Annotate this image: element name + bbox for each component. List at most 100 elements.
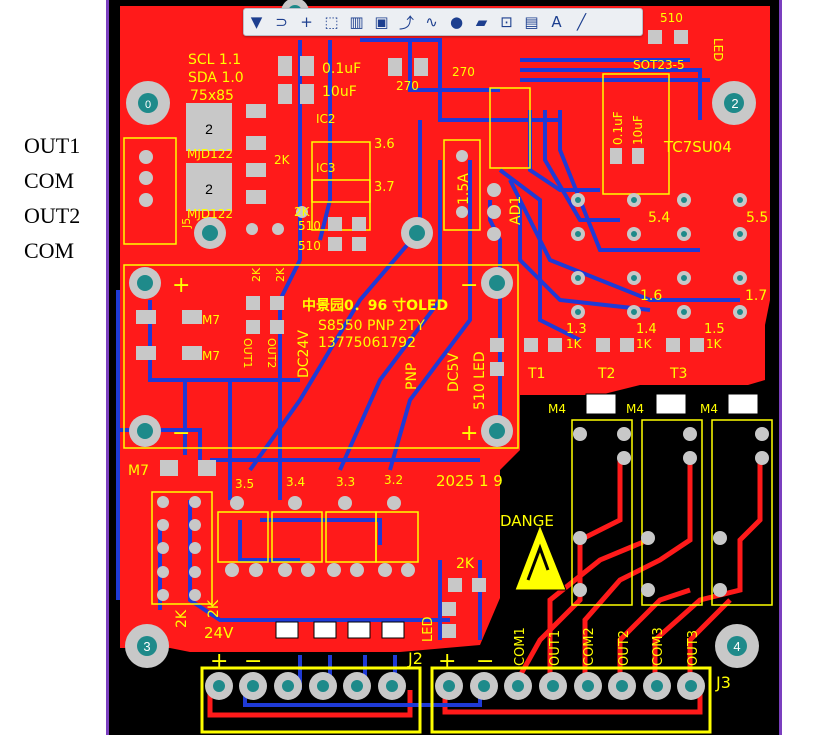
label-24v: 24V	[204, 624, 234, 642]
label-r-510-top: 510	[660, 11, 683, 25]
svg-text:2: 2	[205, 181, 213, 197]
label-led-510: 510 LED	[472, 351, 488, 410]
diff-pair-icon: ∿	[425, 13, 438, 31]
crosshair-tool-button[interactable]: +	[294, 10, 319, 34]
label-pin-3-5: 3.5	[235, 477, 254, 491]
label-out2: OUT2	[617, 630, 632, 666]
diodes	[275, 393, 759, 639]
label-r-2k-a: 2K	[274, 153, 291, 167]
filter-tool-button[interactable]: ▼	[244, 10, 269, 34]
line-icon: ╱	[576, 13, 587, 31]
keepout-tool-button[interactable]: ⊡	[494, 10, 519, 34]
label-r-1k-b: 1K	[636, 337, 653, 351]
label-pin-5-4: 5.4	[648, 210, 670, 226]
label-pin-5-5: 5.5	[746, 210, 768, 226]
label-scl: SCL 1.1	[188, 52, 241, 68]
label-sda: SDA 1.0	[188, 70, 244, 86]
label-r-2k-b: 2K	[294, 205, 311, 219]
filter-icon: ▼	[250, 13, 263, 31]
label-ic3: IC3	[316, 161, 336, 175]
svg-text:2: 2	[205, 121, 213, 137]
label-hole-0: 0	[145, 99, 151, 111]
via-tool-button[interactable]: ●	[444, 10, 469, 34]
label-oled-title: 中景园0．96 寸OLED	[302, 297, 448, 314]
side-label-com-2: COM	[24, 238, 75, 263]
label-j5: J5	[180, 218, 193, 229]
label-sot23-5: SOT23-5	[633, 58, 685, 72]
label-s8550: S8550 PNP 2TY	[318, 318, 425, 334]
mounting-holes	[125, 0, 759, 668]
label-ad1: AD1	[508, 196, 524, 225]
select-rect-tool-button[interactable]: ⬚	[319, 10, 344, 34]
label-c-10uf-v: 10uF	[631, 115, 645, 145]
label-fuse: 1.5A	[456, 173, 472, 205]
line-tool-button[interactable]: ╱	[569, 10, 594, 34]
connector-j2-outline	[200, 666, 422, 734]
label-out1-vertical: OUT1	[241, 338, 254, 368]
label-out2-vertical: OUT2	[265, 338, 278, 368]
label-date: 2025 1 9	[436, 472, 503, 490]
route-tool-button[interactable]: ⊃	[269, 10, 294, 34]
label-pin-3-2: 3.2	[384, 473, 403, 487]
smd-pads	[136, 30, 704, 638]
label-pin-1-6: 1.6	[640, 288, 662, 304]
label-dc24v: DC24V	[296, 330, 312, 378]
crosshair-icon: +	[300, 13, 313, 31]
label-dc5v: DC5V	[446, 353, 462, 392]
board-edge-right	[779, 0, 782, 735]
label-m4-a: M4	[548, 402, 566, 416]
interactive-route-tool-button[interactable]: ⤴	[394, 10, 419, 34]
pcb-toolbar: ▼ ⊃ + ⬚ ▥▣⤴ ∿ ● ▰ ⊡ ▤ A ╱	[243, 8, 643, 36]
route-icon: ⊃	[275, 13, 288, 31]
dimension-icon: ▤	[524, 13, 539, 31]
danger-esd-symbol	[514, 523, 567, 591]
label-c-10uf: 10uF	[322, 84, 357, 100]
label-r-270-b: 270	[452, 65, 475, 79]
label-pin-1-4: 1.4	[636, 322, 657, 337]
label-m4-c: M4	[700, 402, 718, 416]
label-r-510-b: 510	[298, 239, 321, 253]
label-c-0-1uf: 0.1uF	[322, 61, 361, 77]
connector-pins	[205, 672, 705, 700]
svg-text:−: −	[476, 649, 494, 674]
label-r-2k-e: 2K	[456, 556, 475, 572]
label-led-bottom: LED	[421, 617, 436, 642]
polygon-icon: ▰	[475, 13, 488, 31]
label-r-2k-c: 2K	[250, 267, 263, 282]
dimension-tool-button[interactable]: ▤	[519, 10, 544, 34]
label-r-1k-c: 1K	[706, 337, 723, 351]
label-com3: COM3	[651, 627, 666, 666]
label-out1: OUT1	[548, 630, 563, 666]
svg-text:+: +	[210, 649, 228, 674]
label-com2: COM2	[582, 627, 597, 666]
label-m4-b: M4	[626, 402, 644, 416]
keepout-icon: ⊡	[500, 13, 513, 31]
label-com1: COM1	[513, 627, 528, 666]
label-m7-c: M7	[128, 463, 149, 479]
label-r-270-a: 270	[396, 79, 419, 93]
interactive-route-icon: ⤴	[398, 13, 414, 32]
polygon-tool-button[interactable]: ▰	[469, 10, 494, 34]
select-rect-icon: ⬚	[324, 13, 339, 31]
pad-holes	[575, 197, 743, 315]
text-tool-button[interactable]: A	[544, 10, 569, 34]
silkscreen-text: SCL 1.1 SDA 1.0 75x85 MJD122 MJD122 IC2 …	[128, 11, 768, 692]
label-m7-b: M7	[202, 349, 220, 363]
label-pin-1-3: 1.3	[566, 322, 587, 337]
label-pin-3-6: 3.6	[374, 137, 395, 152]
label-r-2k-g: 2K	[206, 599, 222, 618]
svg-text:+: +	[172, 273, 190, 298]
chart-tool-button[interactable]: ▥	[344, 10, 369, 34]
label-tc7su04: TC7SU04	[663, 138, 732, 156]
side-label-out2: OUT2	[24, 203, 81, 228]
label-mjd122-b: MJD122	[187, 207, 233, 221]
svg-text:−: −	[244, 649, 262, 674]
diff-pair-tool-button[interactable]: ∿	[419, 10, 444, 34]
component-tool-button[interactable]: ▣	[369, 10, 394, 34]
connector-j3-outline	[430, 666, 712, 734]
side-label-com-1: COM	[24, 168, 75, 193]
top-traces-void	[207, 460, 763, 718]
label-hole-3: 3	[143, 639, 150, 654]
top-copper-pour	[120, 6, 770, 652]
